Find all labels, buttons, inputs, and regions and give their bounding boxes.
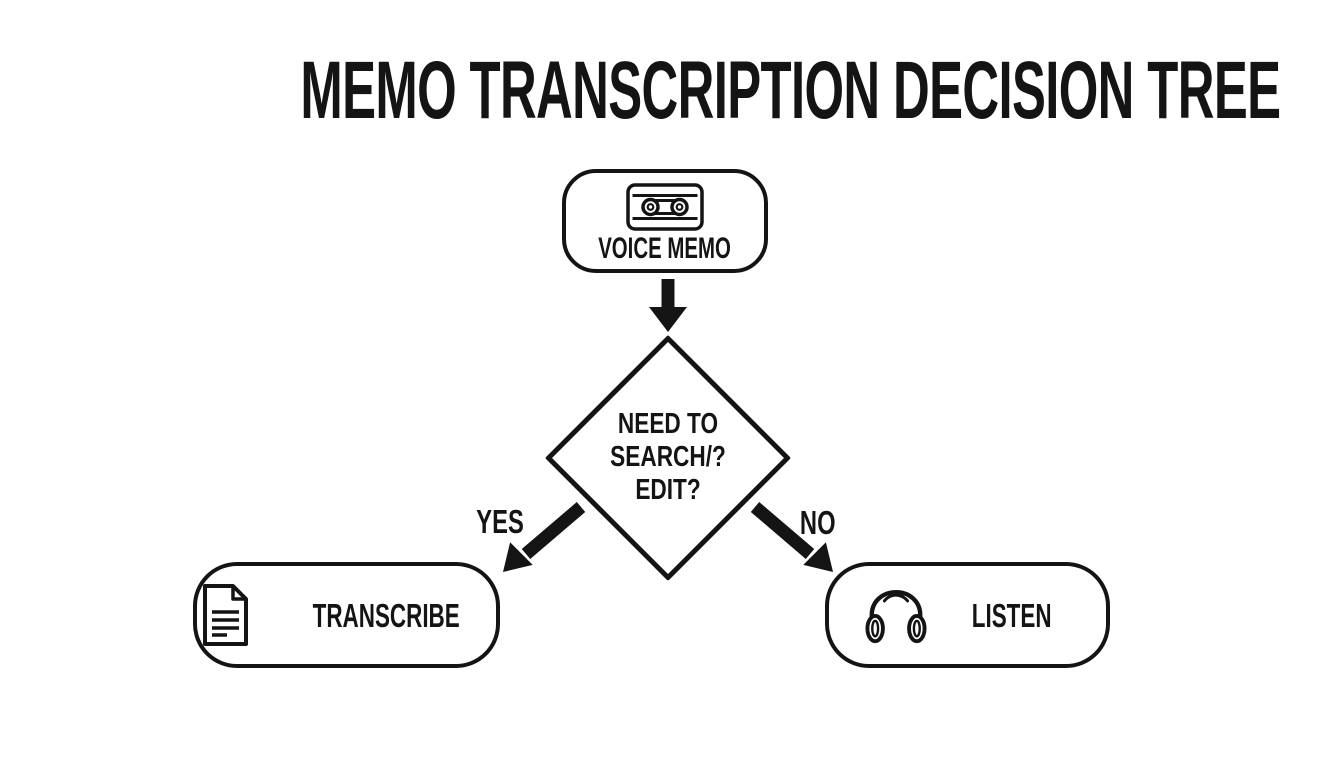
decision-line-3: EDIT? — [635, 474, 701, 506]
arrow-start-to-decision — [649, 279, 687, 332]
page-title-text: MEMO TRANSCRIPTION DECISION TREE — [300, 45, 1281, 136]
node-listen: LISTEN — [825, 562, 1110, 668]
node-listen-label: LISTEN — [971, 596, 1052, 634]
decision-line-1: NEED TO — [617, 408, 719, 440]
node-decision-label: NEED TO SEARCH/? EDIT? — [590, 408, 746, 507]
decision-line-2: SEARCH/? — [610, 441, 726, 473]
document-icon — [203, 584, 249, 646]
headphones-icon — [865, 590, 927, 644]
node-voice-memo: VOICE MEMO — [562, 169, 768, 273]
node-transcribe: TRANSCRIBE — [193, 562, 500, 668]
edge-label-yes: YES — [476, 503, 524, 540]
node-voice-memo-label: VOICE MEMO — [598, 231, 732, 265]
cassette-tape-icon — [626, 182, 704, 231]
page-title: MEMO TRANSCRIPTION DECISION TREE — [0, 50, 1344, 132]
node-transcribe-label: TRANSCRIBE — [312, 596, 461, 634]
edge-label-no: NO — [800, 504, 836, 541]
